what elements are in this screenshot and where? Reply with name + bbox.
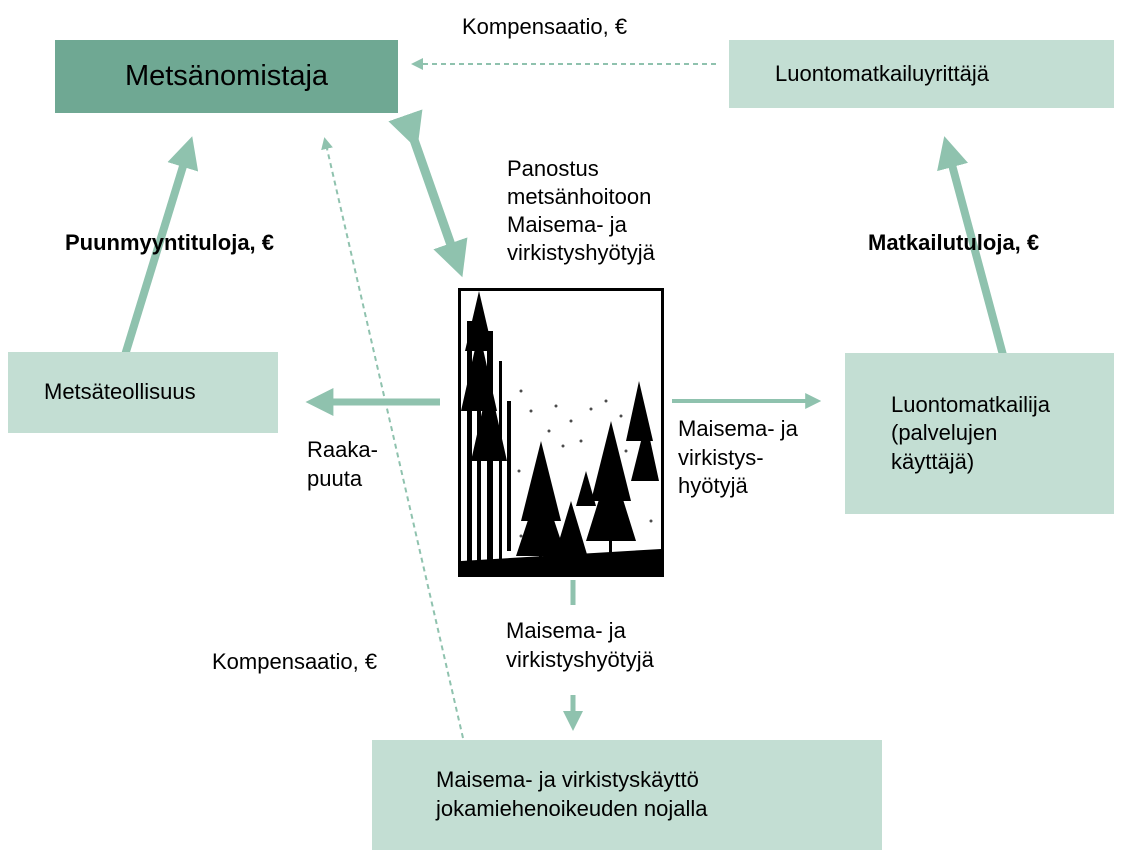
forest-owner-box: Metsänomistaja [55, 40, 398, 113]
forest-owner-label: Metsänomistaja [124, 59, 329, 92]
raw-wood-label: Raaka- puuta [307, 437, 378, 491]
nature-tourist-box: Luontomatkailija (palvelujen käyttäjä) [845, 353, 1114, 514]
benefits-right-label: Maisema- ja virkistys- hyötyjä [678, 416, 798, 499]
tourism-income-label: Matkailutuloja, € [868, 230, 1040, 255]
forest-industry-box: Metsäteollisuus [8, 352, 278, 433]
compensation-top-label: Kompensaatio, € [462, 14, 628, 39]
arrow-owner-forest [388, 109, 468, 278]
arrow-compensation-left [321, 137, 464, 739]
investment-label: Panostus metsänhoitoon Maisema- ja virki… [507, 156, 655, 266]
nature-tourist-label: Luontomatkailija (palvelujen käyttäjä) [891, 391, 1050, 474]
forest-industry-label: Metsäteollisuus [44, 379, 196, 405]
everyman-use-box: Maisema- ja virkistyskäyttö jokamiehenoi… [372, 740, 882, 850]
compensation-left-label: Kompensaatio, € [212, 649, 378, 674]
timber-sales-label: Puunmyyntituloja, € [65, 230, 275, 255]
arrow-industry-to-owner [121, 136, 199, 357]
arrow-tourist-to-entrepreneur [937, 136, 1007, 357]
tourism-entrepreneur-box: Luontomatkailuyrittäjä [729, 40, 1114, 108]
tourism-entrepreneur-label: Luontomatkailuyrittäjä [775, 60, 990, 86]
benefits-bottom-label: Maisema- ja virkistyshyötyjä [506, 618, 654, 672]
everyman-use-label: Maisema- ja virkistyskäyttö jokamiehenoi… [436, 767, 708, 821]
forest-illustration [458, 288, 664, 577]
